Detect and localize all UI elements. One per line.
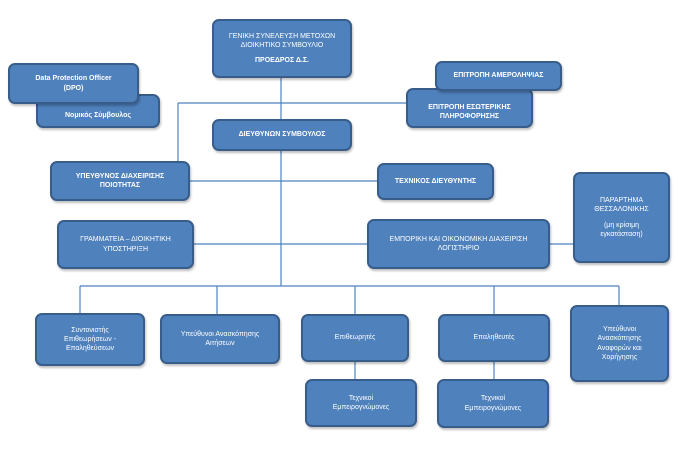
technical-experts-box-2: Τεχνικοί Εμπειρογνώμονες [437,379,549,428]
technical-experts-2-line2: Εμπειρογνώμονες [464,404,522,412]
verifiers-label: Επαληθευτές [473,334,515,342]
reports-review-line1: Υπεύθυνοι [602,326,637,334]
technical-experts-2-line1: Τεχνικοί [480,395,506,403]
reports-review-box: Υπεύθυνοι Ανασκόπησης Αναφορών και Χορήγ… [570,305,669,382]
technical-director-box: ΤΕΧΝΙΚΟΣ ΔΙΕΥΘΥΝΤΗΣ [377,163,494,200]
technical-experts-1-line2: Εμπειρογνώμονες [332,404,390,411]
ceo-label: ΔΙΕΥΘΥΝΩΝ ΣΥΜΒΟΥΛΟΣ [238,131,326,139]
legal-advisor-label: Νομικός Σύμβουλος [65,112,131,120]
technical-experts-1-line1: Τεχνικοί [348,394,374,402]
thessaloniki-branch-line3: (μη κρίσιμη [603,221,640,229]
commercial-finance-line1: ΕΜΠΟΡΙΚΗ ΚΑΙ ΟΙΚΟΝΟΜΙΚΗ ΔΙΑΧΕΙΡΙΣΗ [389,235,528,243]
inspectors-box: Επιθεωρητές [301,314,409,362]
internal-info-committee-line2: ΠΛΗΡΟΦΟΡΗΣΗΣ [439,113,500,120]
commercial-finance-line2: ΛΟΓΙΣΤΗΡΙΟ [437,245,480,252]
impartiality-committee-box: ΕΠΙΤΡΟΠΗ ΑΜΕΡΟΛΗΨΙΑΣ [435,61,562,91]
dpo-line1: Data Protection Officer [35,75,112,83]
thessaloniki-branch-line4: εγκατάσταση) [600,230,643,238]
impartiality-committee-label: ΕΠΙΤΡΟΠΗ ΑΜΕΡΟΛΗΨΙΑΣ [453,72,544,80]
commercial-finance-box: ΕΜΠΟΡΙΚΗ ΚΑΙ ΟΙΚΟΝΟΜΙΚΗ ΔΙΑΧΕΙΡΙΣΗ ΛΟΓΙΣ… [367,219,550,269]
ceo-box: ΔΙΕΥΘΥΝΩΝ ΣΥΜΒΟΥΛΟΣ [212,119,352,151]
quality-manager-line1: ΥΠΕΥΘΥΝΟΣ ΔΙΑΧΕΙΡΙΣΗΣ [75,172,165,180]
verifiers-box: Επαληθευτές [438,314,550,362]
dpo-line2: (DPO) [63,84,84,92]
reports-review-line4: Χορήγησης [601,353,638,361]
technical-director-label: ΤΕΧΝΙΚΟΣ ΔΙΕΥΘΥΝΤΗΣ [394,177,477,185]
secretariat-line1: ΓΡΑΜΜΑΤΕΙΑ – ΔΙΟΙΚΗΤΙΚΗ [80,236,171,244]
reports-review-line2: Ανασκόπησης [597,335,642,343]
thessaloniki-branch-line1: ΠΑΡΑΡΤΗΜΑ [599,197,644,205]
thessaloniki-branch-box: ΠΑΡΑΡΤΗΜΑ ΘΕΣΣΑΛΟΝΙΚΗΣ (μη κρίσιμη εγκατ… [573,172,670,263]
inspection-coordinator-line2: Επιθεωρήσεων - [63,335,117,343]
general-assembly-line1: ΓΕΝΙΚΗ ΣΥΝΕΛΕΥΣΗ ΜΕΤΟΧΩΝ [228,32,336,40]
secretariat-box: ΓΡΑΜΜΑΤΕΙΑ – ΔΙΟΙΚΗΤΙΚΗ ΥΠΟΣΤΗΡΙΞΗ [57,220,194,269]
general-assembly-line3: ΠΡΟΕΔΡΟΣ Δ.Σ. [255,57,309,65]
secretariat-line2: ΥΠΟΣΤΗΡΙΞΗ [102,245,149,253]
general-assembly-box: ΓΕΝΙΚΗ ΣΥΝΕΛΕΥΣΗ ΜΕΤΟΧΩΝ ΔΙΟΙΚΗΤΙΚΟ ΣΥΜΒ… [212,19,352,78]
technical-experts-box-1: Τεχνικοί Εμπειρογνώμονες [305,379,417,427]
thessaloniki-branch-line2: ΘΕΣΣΑΛΟΝΙΚΗΣ [594,206,649,214]
inspection-coordinator-line3: Επαληθεύσεων [65,345,115,353]
reports-review-line3: Αναφορών και [597,344,642,352]
inspectors-label: Επιθεωρητές [334,334,376,342]
general-assembly-line2: ΔΙΟΙΚΗΤΙΚΟ ΣΥΜΒΟΥΛΙΟ [240,41,324,49]
dpo-box: Data Protection Officer (DPO) [8,63,139,104]
internal-info-committee-box: ΕΠΙΤΡΟΠΗ ΕΣΩΤΕΡΙΚΗΣ ΠΛΗΡΟΦΟΡΗΣΗΣ [406,88,533,128]
application-review-line2: Αιτήσεων [205,340,235,347]
application-review-line1: Υπεύθυνοι Ανασκόπησης [180,330,260,338]
internal-info-committee-line1: ΕΠΙΤΡΟΠΗ ΕΣΩΤΕΡΙΚΗΣ [428,103,511,111]
quality-manager-box: ΥΠΕΥΘΥΝΟΣ ΔΙΑΧΕΙΡΙΣΗΣ ΠΟΙΟΤΗΤΑΣ [50,161,190,201]
application-review-box: Υπεύθυνοι Ανασκόπησης Αιτήσεων [160,314,280,364]
inspection-coordinator-line1: Συντονιστής [71,326,109,334]
inspection-coordinator-box: Συντονιστής Επιθεωρήσεων - Επαληθεύσεων [35,313,145,366]
quality-manager-line2: ΠΟΙΟΤΗΤΑΣ [99,182,141,189]
